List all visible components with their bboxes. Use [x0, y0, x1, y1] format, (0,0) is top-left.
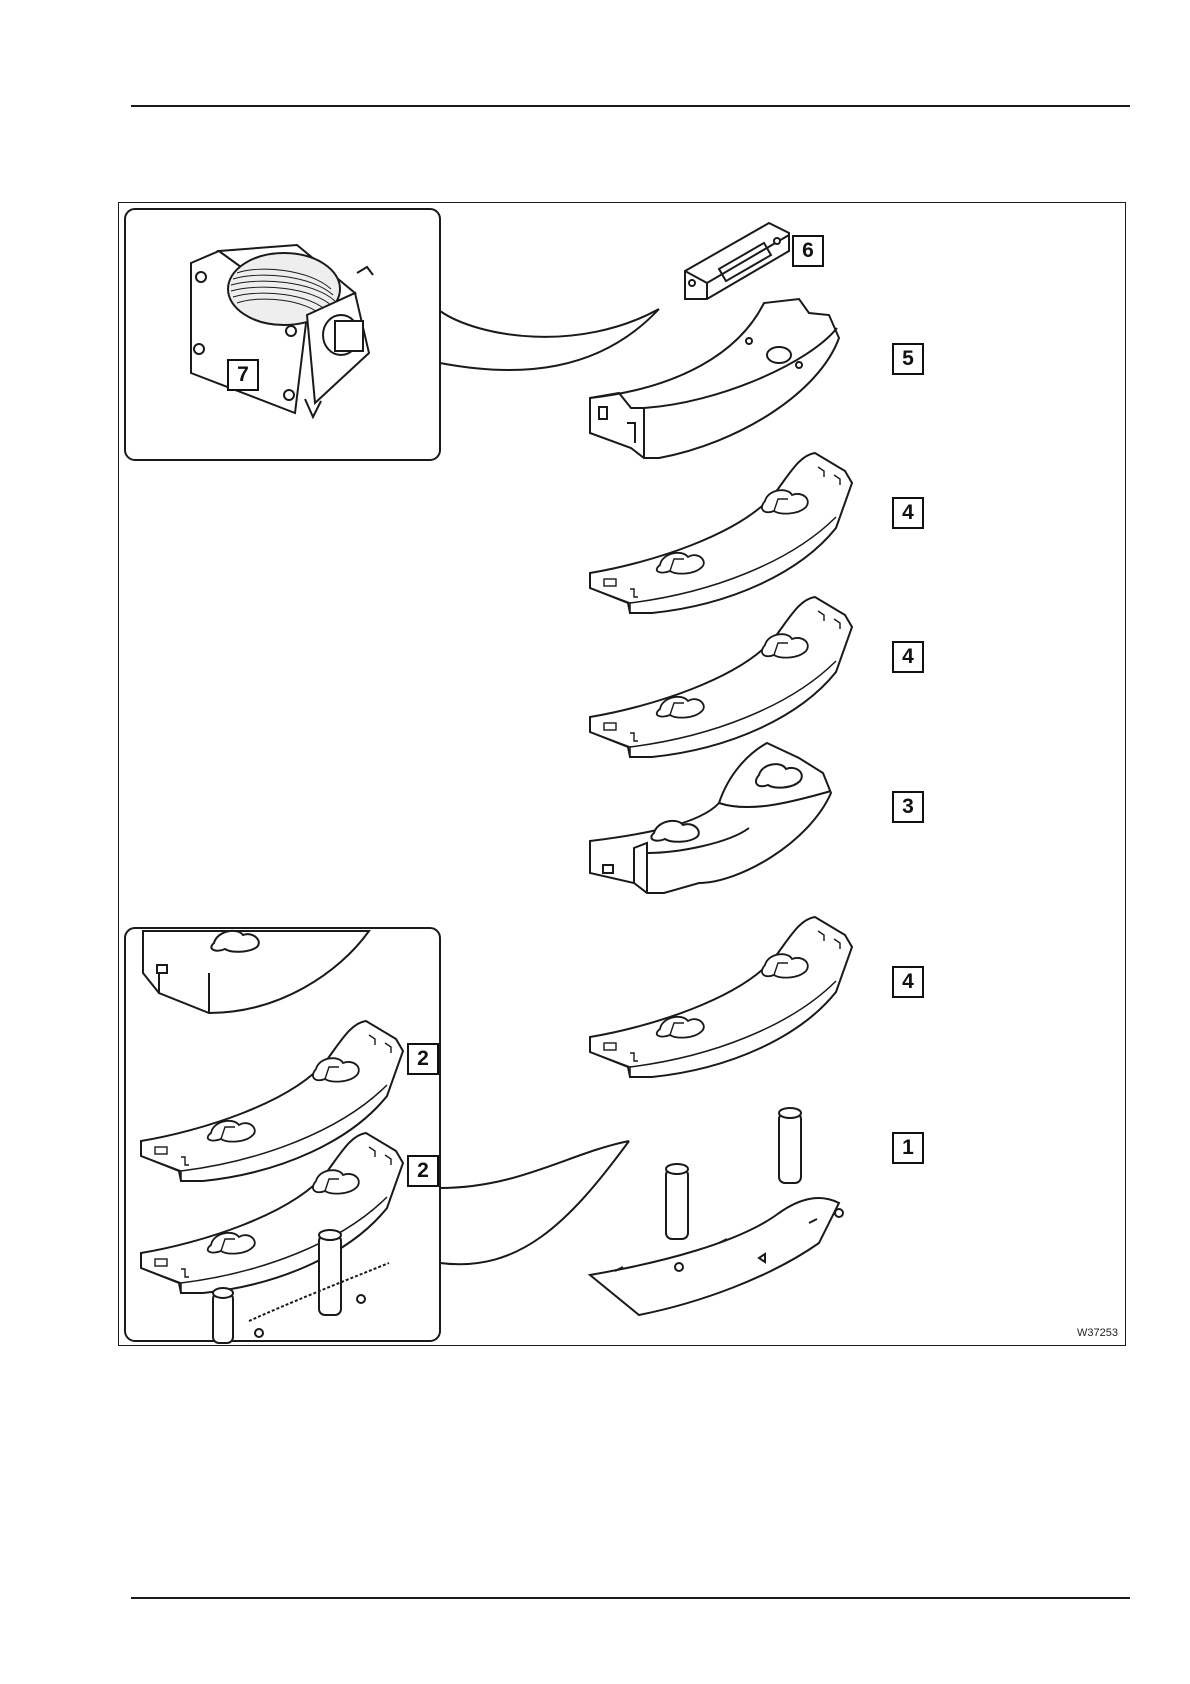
inset-leader-bottom: [440, 309, 659, 370]
part-3-step-slab: [590, 743, 831, 893]
parts-illustration: [119, 203, 1127, 1347]
inset-leader-2-top: [440, 1141, 629, 1188]
inset-leader-2-bottom: [440, 1141, 629, 1264]
footer-rule: [131, 1597, 1130, 1599]
callout-inset-slab-b: 2: [407, 1155, 439, 1187]
part-1-base-frame: [590, 1108, 843, 1315]
part-4-slab-c: [590, 917, 852, 1077]
inset-leader-top: [440, 309, 659, 337]
callout-base-slab: 5: [892, 343, 924, 375]
part-6-plate: [685, 223, 789, 299]
exploded-parts-figure: 7 6 5 4 4 3 4 1 2 2 W37253: [118, 202, 1126, 1346]
callout-base-frame: 1: [892, 1132, 924, 1164]
callout-slab-c: 4: [892, 966, 924, 998]
header-rule: [131, 105, 1130, 107]
callout-step-slab: 3: [892, 791, 924, 823]
callout-winch: 7: [227, 359, 259, 391]
callout-slab-b: 4: [892, 641, 924, 673]
part-4-slab-b: [590, 597, 852, 757]
callout-slab-a: 4: [892, 497, 924, 529]
figure-id: W37253: [1077, 1327, 1118, 1339]
callout-plate-top: 6: [792, 235, 824, 267]
callout-inset-slab-a: 2: [407, 1043, 439, 1075]
part-4-slab-a: [590, 453, 852, 613]
